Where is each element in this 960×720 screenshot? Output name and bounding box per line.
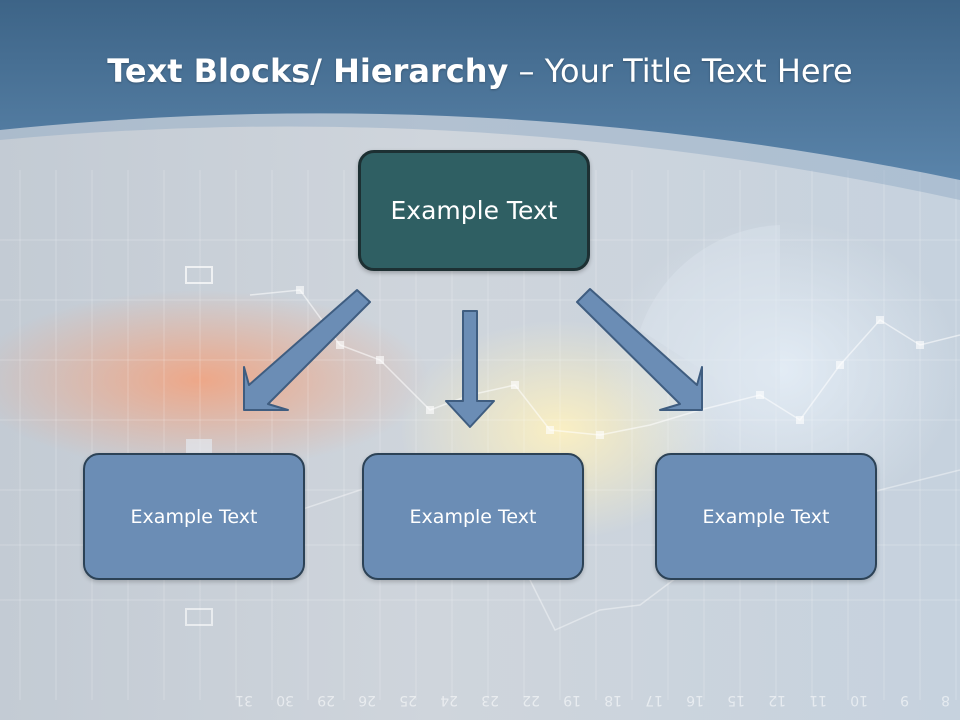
background-axis-label: 9 — [900, 692, 909, 708]
child-block-middle: Example Text — [362, 453, 584, 580]
child-block-label: Example Text — [702, 505, 830, 528]
background-axis-label: 17 — [645, 692, 663, 708]
background-axis-label: 19 — [563, 692, 581, 708]
top-block: Example Text — [358, 150, 590, 271]
background-axis-label: 23 — [481, 692, 499, 708]
background-axis-label: 25 — [399, 692, 417, 708]
background-axis-label: 26 — [358, 692, 376, 708]
arrow-to-left-block — [243, 289, 371, 411]
slide-title: Text Blocks/ Hierarchy – Your Title Text… — [0, 52, 960, 90]
arrow-to-right-block — [576, 288, 703, 411]
background-axis-label: 31 — [235, 692, 253, 708]
background-axis-label: 30 — [276, 692, 294, 708]
background-axis-label: 22 — [522, 692, 540, 708]
background-axis-label: 16 — [686, 692, 704, 708]
background-axis-label: 18 — [604, 692, 622, 708]
background-axis-label: 12 — [768, 692, 786, 708]
child-block-label: Example Text — [409, 505, 537, 528]
background-axis-label: 29 — [317, 692, 335, 708]
top-block-label: Example Text — [390, 196, 558, 225]
background-axis-label: 15 — [727, 692, 745, 708]
title-bold-part: Text Blocks/ Hierarchy — [107, 52, 509, 90]
background-axis-label: 24 — [440, 692, 458, 708]
title-regular-part: – Your Title Text Here — [508, 52, 853, 90]
child-block-label: Example Text — [130, 505, 258, 528]
arrow-to-middle-block — [445, 310, 495, 428]
background-axis-label: 10 — [850, 692, 868, 708]
child-block-left: Example Text — [83, 453, 305, 580]
background-axis-label: 8 — [941, 692, 950, 708]
child-block-right: Example Text — [655, 453, 877, 580]
background-axis-label: 11 — [809, 692, 827, 708]
